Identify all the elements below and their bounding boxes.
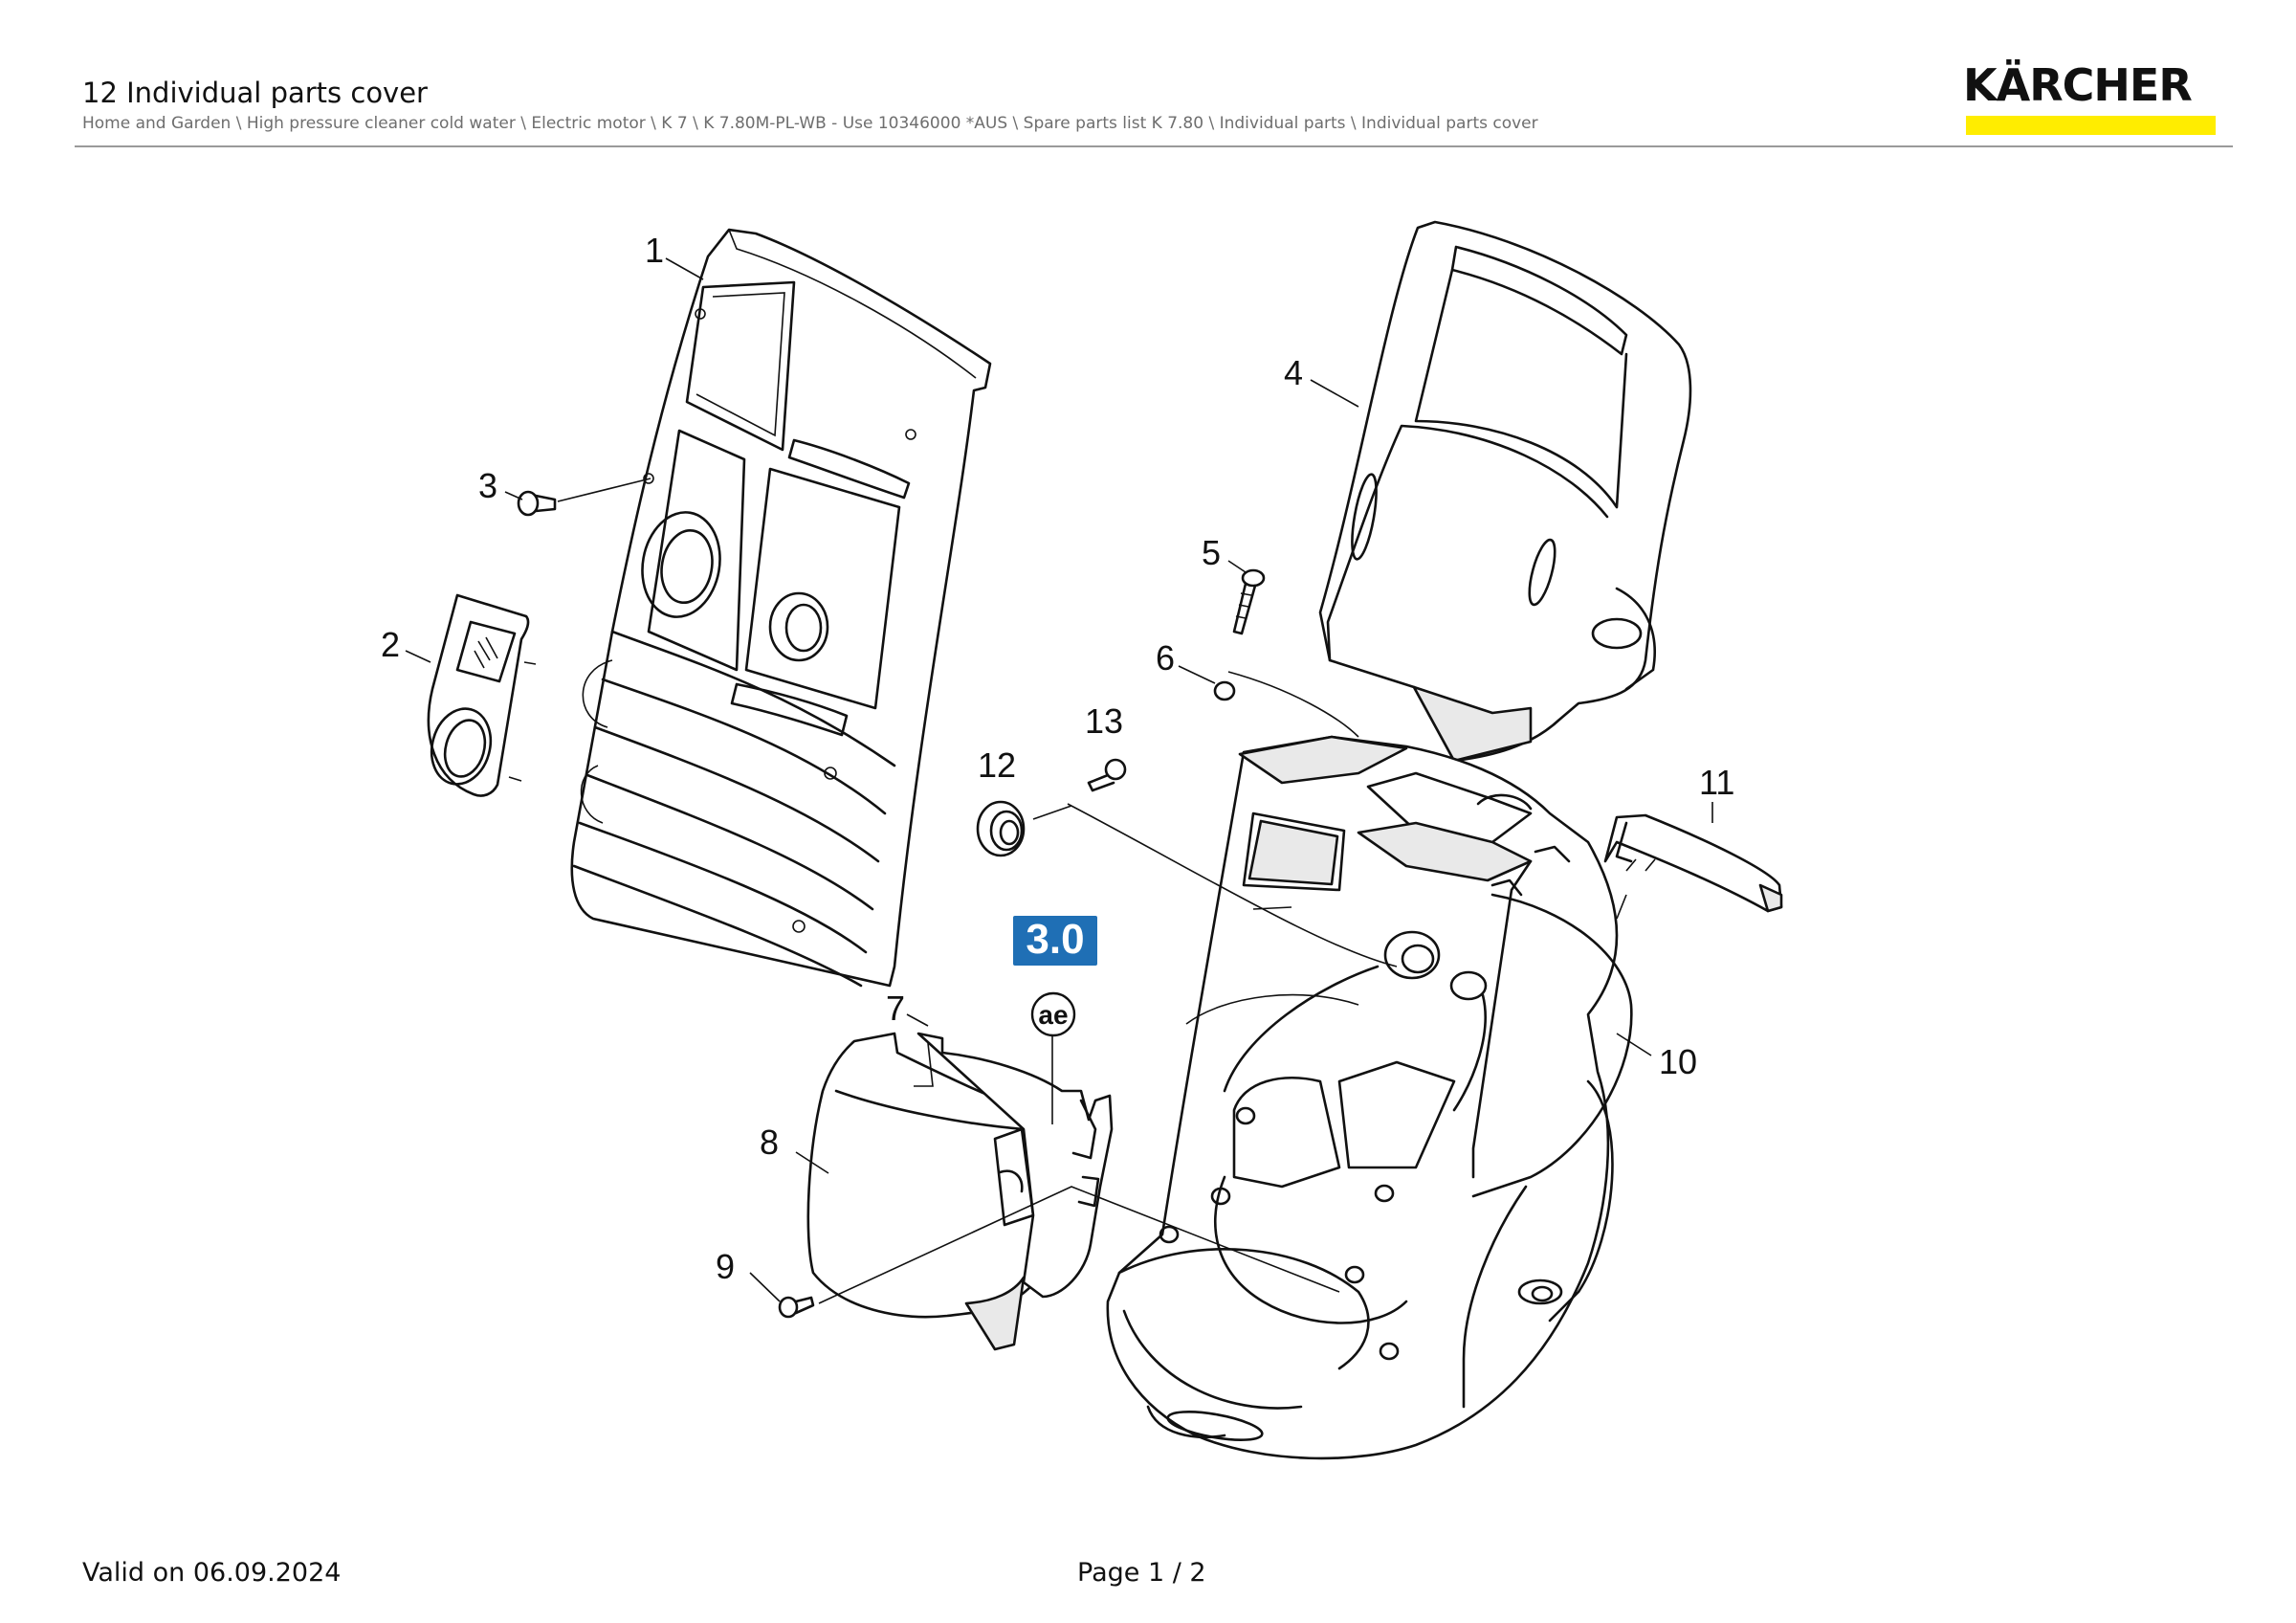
callout-6: 6 <box>1156 638 1175 678</box>
callout-1: 1 <box>645 231 664 270</box>
part-5-bolt <box>1232 568 1266 635</box>
header-divider <box>75 145 2233 147</box>
part-1-front-cover <box>570 228 992 988</box>
part-2-label-plate <box>427 593 537 797</box>
callout-2: 2 <box>381 625 400 664</box>
part-3-screw <box>517 478 651 517</box>
logo-yellow-bar <box>1966 116 2216 135</box>
callout-7: 7 <box>886 989 905 1028</box>
callout-4: 4 <box>1284 353 1303 392</box>
callout-3: 3 <box>478 466 497 505</box>
karcher-logo: KÄRCHER <box>1963 59 2193 111</box>
part-6-nut <box>1213 671 1359 738</box>
callout-13: 13 <box>1085 701 1123 741</box>
callout-10: 10 <box>1659 1042 1697 1081</box>
part-7-shroud-half <box>914 1032 1114 1299</box>
badge-text: 3.0 <box>1026 916 1084 963</box>
callout-11: 11 <box>1699 763 1734 802</box>
validity-date: Valid on 06.09.2024 <box>82 1558 342 1588</box>
callout-labels: 1 2 3 4 5 6 7 8 9 10 11 12 13 <box>381 231 1734 1286</box>
part-13-screw <box>1087 758 1127 792</box>
callout-9: 9 <box>716 1247 735 1286</box>
assembly-badge: 3.0 <box>1013 916 1097 966</box>
part-9-screw <box>778 1296 815 1319</box>
callout-5: 5 <box>1202 533 1221 572</box>
page-title: 12 Individual parts cover <box>82 77 428 109</box>
part-4-handle <box>1318 220 1692 763</box>
ae-symbol-icon: ae <box>1030 991 1076 1037</box>
part-10-housing <box>1106 735 1633 1460</box>
callout-12: 12 <box>978 745 1016 785</box>
part-11-side-trim <box>1603 813 1783 913</box>
part-12-grommet <box>976 800 1072 857</box>
svg-text:ae: ae <box>1038 1000 1068 1030</box>
breadcrumb: Home and Garden \ High pressure cleaner … <box>82 114 1538 133</box>
page-number: Page 1 / 2 <box>1077 1558 1206 1588</box>
callout-8: 8 <box>760 1123 779 1162</box>
